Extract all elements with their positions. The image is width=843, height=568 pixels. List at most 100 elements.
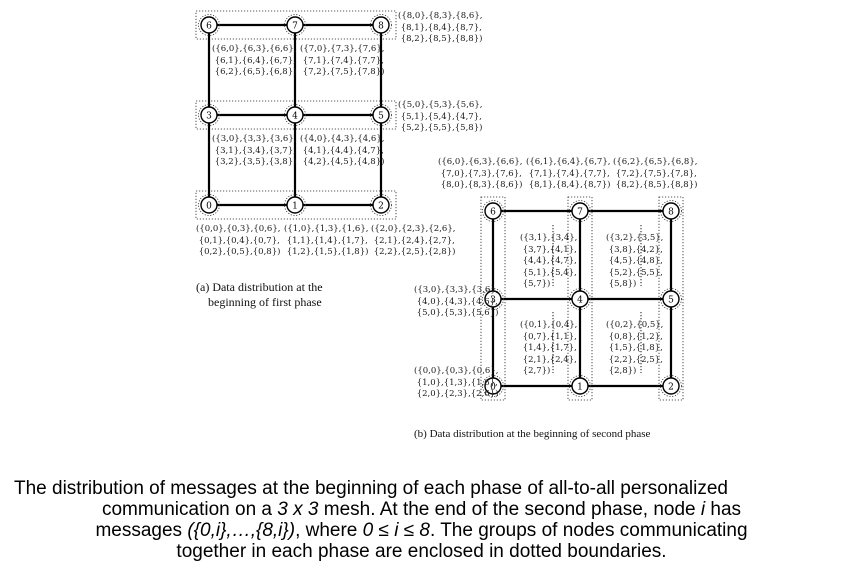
node-circle bbox=[571, 377, 589, 395]
node-2: 2 bbox=[660, 375, 682, 397]
node-5: 5 bbox=[660, 288, 682, 310]
messages-node-1: ({1,0},{1,3},{1,6}, {1,1},{1,4},{1,7}, {… bbox=[284, 224, 369, 257]
node-3: 3 bbox=[198, 104, 220, 126]
messages-node-7: ({7,0},{7,3},{7,6}, {7,1},{7,4},{7,7}, {… bbox=[300, 44, 385, 77]
node-circle bbox=[571, 290, 589, 308]
panel-b-caption: (b) Data distribution at the beginning o… bbox=[414, 428, 651, 440]
node-label: 1 bbox=[577, 382, 583, 392]
figure-caption: The distribution of messages at the begi… bbox=[14, 478, 829, 562]
node-7: 7 bbox=[284, 14, 306, 36]
node-label: 0 bbox=[206, 201, 212, 211]
column-group-left bbox=[480, 196, 506, 401]
node-circle bbox=[484, 202, 502, 220]
panel-a-mesh: 6 7 8 3 4 5 0 1 2 bbox=[195, 10, 397, 220]
node-label: 2 bbox=[668, 382, 674, 392]
node-circle bbox=[200, 196, 218, 214]
panel-b-mesh: 6 7 8 3 4 5 0 1 2 bbox=[480, 196, 684, 401]
node-3: 3 bbox=[482, 288, 504, 310]
node-label: 4 bbox=[292, 111, 298, 121]
node-1: 1 bbox=[569, 375, 591, 397]
node-halo bbox=[569, 200, 591, 222]
node-halo bbox=[660, 375, 682, 397]
node-label: 5 bbox=[378, 111, 384, 121]
node-circle bbox=[571, 202, 589, 220]
node-halo bbox=[482, 200, 504, 222]
messages-node-8: ({6,2},{6,5},{6,8}, {7,2},{7,5},{7,8}, {… bbox=[613, 157, 698, 190]
node-5: 5 bbox=[370, 104, 392, 126]
column-group-middle bbox=[567, 196, 593, 401]
node-0: 0 bbox=[198, 194, 220, 216]
node-label: 5 bbox=[668, 295, 674, 305]
messages-node-8: ({8,0},{8,3},{8,6}, {8,1},{8,4},{8,7}, {… bbox=[398, 11, 483, 44]
node-circle bbox=[286, 196, 304, 214]
messages-node-6: ({6,0},{6,3},{6,6}, {6,1},{6,4},{6,7}, {… bbox=[212, 44, 297, 77]
node-halo bbox=[198, 14, 220, 36]
caption-line-1: The distribution of messages at the begi… bbox=[14, 478, 728, 499]
node-label: 1 bbox=[292, 201, 298, 211]
node-circle bbox=[372, 196, 390, 214]
node-circle bbox=[662, 202, 680, 220]
messages-node-3: ({3,0},{3,3},{3,6}, {3,1},{3,4},{3,7}, {… bbox=[212, 134, 297, 167]
node-6: 6 bbox=[198, 14, 220, 36]
messages-node-4: ({3,1},{3,4}, {3,7},{4,1}, {4,4},{4,7}, … bbox=[520, 233, 578, 289]
node-circle bbox=[484, 290, 502, 308]
node-6: 6 bbox=[482, 200, 504, 222]
node-halo bbox=[660, 288, 682, 310]
node-halo bbox=[284, 104, 306, 126]
node-circle bbox=[662, 377, 680, 395]
node-4: 4 bbox=[284, 104, 306, 126]
node-label: 2 bbox=[378, 201, 384, 211]
node-halo bbox=[482, 375, 504, 397]
messages-node-6: ({6,0},{6,3},{6,6}, {7,0},{7,3},{7,6}, {… bbox=[438, 157, 523, 190]
node-circle bbox=[200, 106, 218, 124]
node-circle bbox=[286, 106, 304, 124]
node-halo bbox=[198, 104, 220, 126]
messages-node-2: ({2,0},{2,3},{2,6}, {2,1},{2,4},{2,7}, {… bbox=[371, 224, 456, 257]
messages-node-0: ({0,0},{0,3},{0,6}, {0,1},{0,4},{0,7}, {… bbox=[196, 224, 281, 257]
node-label: 7 bbox=[577, 207, 583, 217]
messages-node-4: ({4,0},{4,3},{4,6}, {4,1},{4,4},{4,7}, {… bbox=[300, 134, 385, 167]
node-circle bbox=[372, 16, 390, 34]
node-1: 1 bbox=[284, 194, 306, 216]
node-8: 8 bbox=[660, 200, 682, 222]
node-circle bbox=[200, 16, 218, 34]
node-halo bbox=[370, 14, 392, 36]
node-halo bbox=[569, 288, 591, 310]
messages-node-7: ({6,1},{6,4},{6,7}, {7,1},{7,4},{7,7}, {… bbox=[526, 157, 611, 190]
node-label: 8 bbox=[668, 207, 674, 217]
node-circle bbox=[286, 16, 304, 34]
node-label: 6 bbox=[490, 207, 496, 217]
node-label: 7 bbox=[292, 21, 298, 31]
messages-node-3: ({3,0},{3,3},{3,6}, {4,0},{4,3},{4,6}, {… bbox=[414, 285, 499, 318]
node-7: 7 bbox=[569, 200, 591, 222]
panel-a-caption: (a) Data distribution at the beginning o… bbox=[196, 280, 323, 309]
node-0: 0 bbox=[482, 375, 504, 397]
node-label: 4 bbox=[577, 295, 583, 305]
node-halo bbox=[198, 194, 220, 216]
node-halo bbox=[660, 200, 682, 222]
messages-node-1: ({0,1},{0,4}, {0,7},{1,1}, {1,4},{1,7}, … bbox=[520, 320, 578, 376]
node-label: 3 bbox=[206, 111, 212, 121]
messages-node-2: ({0,2},{0,5}, {0,8},{1,2}, {1,5},{1,8}, … bbox=[606, 320, 664, 376]
node-2: 2 bbox=[370, 194, 392, 216]
caption-line-2: communication on a 3 x 3 mesh. At the en… bbox=[101, 499, 742, 520]
messages-node-5: ({5,0},{5,3},{5,6}, {5,1},{5,4},{4,7}, {… bbox=[398, 100, 483, 133]
node-label: 3 bbox=[490, 295, 496, 305]
node-circle bbox=[372, 106, 390, 124]
caption-line-3: messages ({0,i},…,{8,i}), where 0 ≤ i ≤ … bbox=[95, 520, 748, 541]
node-circle bbox=[484, 377, 502, 395]
caption-line-4: together in each phase are enclosed in d… bbox=[176, 541, 667, 562]
node-halo bbox=[482, 288, 504, 310]
node-halo bbox=[284, 194, 306, 216]
node-halo bbox=[370, 194, 392, 216]
node-8: 8 bbox=[370, 14, 392, 36]
node-label: 8 bbox=[378, 21, 384, 31]
node-halo bbox=[569, 375, 591, 397]
node-label: 0 bbox=[490, 382, 496, 392]
node-4: 4 bbox=[569, 288, 591, 310]
node-halo bbox=[370, 104, 392, 126]
column-group-right bbox=[658, 196, 684, 401]
node-circle bbox=[662, 290, 680, 308]
